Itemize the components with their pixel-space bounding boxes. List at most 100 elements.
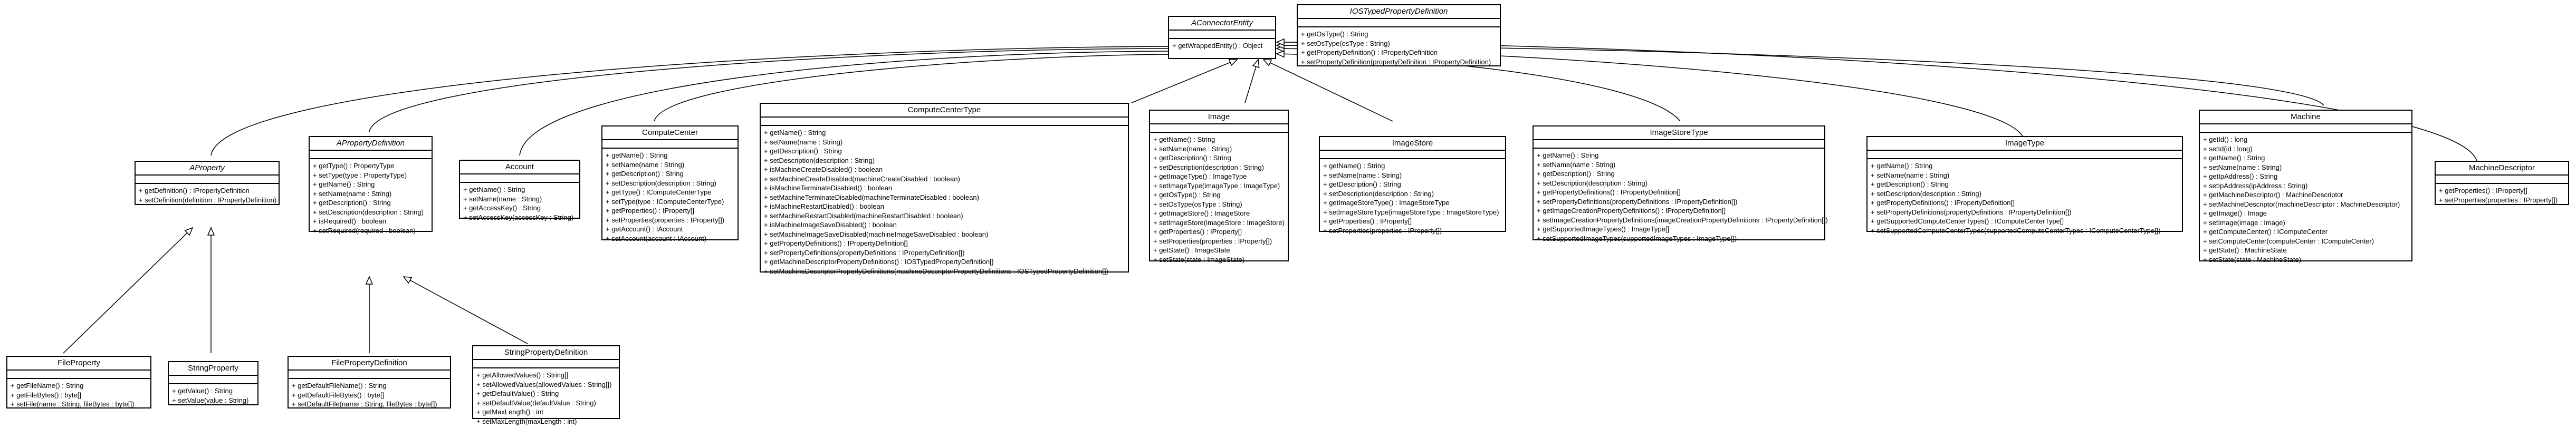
operation-row: + setDescription(description : String) (1871, 189, 1981, 198)
operations-compartment: + getName() : String+ setName(name : Str… (761, 126, 1128, 278)
operation-row: + getDefaultValue() : String (476, 390, 559, 397)
operation-row: + getPropertyDefinitions() : IPropertyDe… (764, 239, 908, 247)
attributes-compartment (602, 140, 738, 149)
class-computecentertype[interactable]: ComputeCenterType + getName() : String+ … (760, 103, 1129, 275)
operation-row: + getDefinition() : IPropertyDefinition (139, 187, 250, 194)
operation-row: + setMachineCreateDisabled(machineCreate… (764, 174, 960, 183)
operation-row: + getPropertyDefinitions() : IPropertyDe… (1537, 188, 1681, 196)
operation-row: + setImageCreationPropertyDefinitions(im… (1537, 216, 1828, 224)
operation-row: + getName() : String (606, 151, 668, 159)
operation-row: + getImageStore() : ImageStore (1153, 209, 1250, 217)
class-name: FilePropertyDefinition (289, 357, 450, 371)
attributes-compartment (136, 176, 279, 184)
attributes-compartment (473, 360, 619, 368)
operation-row: + getDefaultFileName() : String (292, 382, 387, 390)
operation-row: + getMachineDescriptor() : MachineDescri… (2203, 191, 2343, 199)
class-iostypedpropertydefinition[interactable]: IOSTypedPropertyDefinition + getOsType()… (1297, 4, 1501, 66)
operation-row: + setDescription(description : String) (1153, 163, 1264, 171)
operation-row: + getType() : IComputeCenterType (606, 188, 712, 196)
operation-row: + isMachineRestartDisabled() : boolean (764, 202, 884, 210)
class-imagestore[interactable]: ImageStore + getName() : String+ setName… (1319, 136, 1506, 235)
operation-row: + setPropertyDefinition(propertyDefiniti… (1301, 57, 1491, 66)
operation-row: + getWrappedEntity() : Object (1172, 42, 1263, 50)
operation-row: + getName() : String (764, 129, 826, 137)
operation-row: + setName(name : String) (764, 138, 843, 146)
operation-row: + setValue(value : String) (172, 396, 249, 404)
operation-row: + setName(name : String) (2203, 163, 2282, 171)
operation-row: + getSupportedImageTypes() : ImageType[] (1537, 225, 1670, 233)
class-machinedescriptor[interactable]: MachineDescriptor + getProperties() : IP… (2435, 161, 2569, 205)
class-stringpropertydefinition[interactable]: StringPropertyDefinition + getAllowedVal… (472, 345, 620, 425)
attributes-compartment (761, 118, 1128, 126)
class-name: Account (460, 161, 579, 174)
operation-row: + getMaxLength() : int (476, 408, 543, 416)
class-machine[interactable]: Machine + getId() : long+ setId(id : lon… (2199, 110, 2412, 264)
operation-row: + getState() : ImageState (1153, 246, 1230, 254)
operations-compartment: + getWrappedEntity() : Object (1169, 39, 1275, 53)
operation-row: + getAccount() : IAccount (606, 225, 683, 233)
class-name: FileProperty (7, 357, 150, 371)
operation-row: + setName(name : String) (1323, 171, 1402, 179)
operations-compartment: + getName() : String+ setName(name : Str… (460, 183, 579, 224)
operation-row: + setMaxLength(maxLength : int) (476, 417, 577, 425)
class-fileproperty[interactable]: FileProperty + getFileName() : String+ g… (6, 356, 151, 408)
operation-row: + setName(name : String) (313, 189, 392, 198)
class-imagestoretype[interactable]: ImageStoreType + getName() : String+ set… (1533, 125, 1828, 242)
operation-row: + setRequired(required : boolean) (313, 226, 416, 235)
operations-compartment: + getDefinition() : IPropertyDefinition +… (136, 184, 279, 207)
class-name: ComputeCenterType (761, 104, 1128, 118)
operation-row: + getName() : String (1153, 135, 1215, 143)
operation-row: + getDescription() : String (1153, 154, 1231, 162)
class-image[interactable]: Image + getName() : String+ setName(name… (1149, 110, 1289, 264)
operation-row: + isMachineTerminateDisabled() : boolean (764, 184, 893, 192)
operation-row: + setId(id : long) (2203, 144, 2253, 153)
operation-row: + setState(state : MachineState) (2203, 255, 2302, 264)
operations-compartment: + getName() : String+ setName(name : Str… (602, 149, 738, 245)
operation-row: + setAccessKey(accessKey : String) (463, 213, 574, 221)
operation-row: + getDescription() : String (1871, 180, 1949, 188)
class-name: AConnectorEntity (1169, 17, 1275, 31)
operation-row: + setMachineTerminateDisabled(machineTer… (764, 193, 979, 201)
operation-row: + setImageStoreType(imageStoreType : Ima… (1323, 208, 1499, 216)
attributes-compartment (1868, 151, 2182, 159)
operation-row: + getProperties() : IProperty[] (1323, 217, 1412, 225)
attributes-compartment (310, 151, 432, 159)
operation-row: + setAllowedValues(allowedValues : Strin… (476, 380, 612, 388)
attributes-compartment (289, 371, 450, 379)
class-apropertydefinition[interactable]: APropertyDefinition + getType() : Proper… (309, 136, 433, 235)
attributes-compartment (169, 376, 257, 384)
class-name: ImageStoreType (1534, 127, 1824, 140)
class-account[interactable]: Account + getName() : String+ setName(na… (459, 160, 580, 221)
operation-row: + getDescription() : String (1323, 180, 1401, 188)
operation-row: + setName(name : String) (463, 194, 542, 203)
operations-compartment: + getValue() : String+ setValue(value : … (169, 384, 257, 407)
operation-row: + setType(type : IComputeCenterType) (606, 197, 724, 206)
edge-aproperty-to-aconnectorentity (210, 46, 1176, 156)
class-filepropertydefinition[interactable]: FilePropertyDefinition + getDefaultFileN… (288, 356, 451, 408)
attributes-compartment (2200, 124, 2411, 133)
operation-row: + setAccount(account : IAccount) (606, 234, 707, 242)
operation-row: + getDefaultFileBytes() : byte[] (292, 391, 385, 399)
class-aconnectorentity[interactable]: AConnectorEntity + getWrappedEntity() : … (1168, 16, 1276, 59)
class-imagetype[interactable]: ImageType + getName() : String+ setName(… (1866, 136, 2183, 235)
operation-row: + getName() : String (1871, 162, 1933, 170)
operation-row: + getImageCreationPropertyDefinitions() … (1537, 207, 1726, 215)
operation-row: + getAllowedValues() : String[] (476, 371, 569, 379)
operation-row: + getSupportedComputeCenterTypes() : ICo… (1871, 217, 2064, 225)
operation-row: + setPropertyDefinitions(propertyDefinit… (764, 248, 965, 257)
edge-computecenter-to-aconnectorentity (654, 54, 1182, 122)
class-stringproperty[interactable]: StringProperty + getValue() : String+ se… (168, 361, 258, 405)
operation-row: + getValue() : String (172, 387, 233, 395)
operation-row: + setDescription(description : String) (1323, 189, 1434, 198)
operation-row: + getOsType() : String (1301, 30, 1368, 38)
operation-row: + setDefinition(definition : IPropertyDe… (139, 196, 277, 204)
operation-row: + getName() : String (1323, 162, 1385, 170)
operation-row: + setIpAddress(ipAddress : String) (2203, 181, 2308, 190)
class-aproperty[interactable]: AProperty + getDefinition() : IPropertyD… (135, 161, 280, 205)
operation-row: + setName(name : String) (1871, 171, 1950, 179)
operation-row: + setMachineDescriptorPropertyDefinition… (764, 267, 1108, 275)
edge-apropertydefinition-to-aconnectorentity (369, 48, 1176, 132)
operation-row: + getState() : MachineState (2203, 246, 2287, 254)
class-computecenter[interactable]: ComputeCenter + getName() : String+ setN… (601, 125, 739, 242)
operations-compartment: + getName() : String+ setName(name : Str… (1868, 159, 2182, 237)
